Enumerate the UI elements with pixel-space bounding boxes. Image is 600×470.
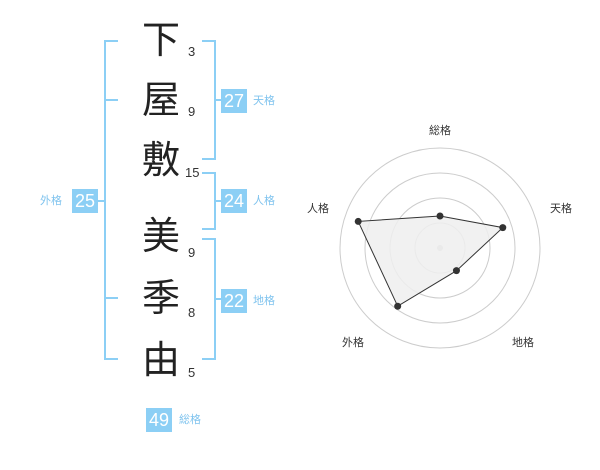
radar-point-2 [452, 267, 460, 275]
jinkaku-score: 24 [221, 189, 247, 213]
gaikaku-bracket [104, 40, 118, 360]
stroke-count-3: 15 [185, 165, 200, 180]
gaikaku-connector [98, 200, 105, 202]
gaikaku-bracket-tick-upper [104, 99, 118, 101]
radar-point-0 [436, 212, 444, 220]
tenkaku-connector [215, 99, 221, 101]
radar-axis-label-tenkaku: 天格 [550, 201, 572, 215]
chikaku-score: 22 [221, 289, 247, 313]
radar-axis-label-jinkaku: 人格 [307, 201, 329, 215]
gaikaku-bracket-tick-lower [104, 297, 118, 299]
soukaku-label: 総格 [179, 413, 201, 426]
jinkaku-label: 人格 [253, 194, 275, 207]
radar-point-1 [499, 224, 507, 232]
radar-axis-label-soukaku: 総格 [429, 123, 451, 137]
radar-axis-label-chikaku: 地格 [512, 335, 534, 349]
soukaku-score: 49 [146, 408, 172, 432]
name-char-2: 屋 [141, 78, 180, 122]
radar-point-4 [354, 217, 362, 225]
radar-grid-ring [339, 147, 541, 349]
tenkaku-label: 天格 [253, 94, 275, 107]
stroke-count-6: 5 [188, 365, 196, 380]
stroke-count-2: 9 [188, 104, 196, 119]
chikaku-label: 地格 [253, 294, 275, 307]
gaikaku-label: 外格 [40, 194, 62, 207]
gaikaku-score: 25 [72, 189, 98, 213]
stroke-count-1: 3 [188, 44, 196, 59]
chikaku-connector [215, 298, 221, 300]
stroke-count-5: 8 [188, 305, 196, 320]
name-char-4: 美 [141, 214, 180, 258]
name-char-3: 敷 [141, 138, 180, 182]
radar-grid-ring [364, 172, 516, 324]
jinkaku-connector [215, 200, 221, 202]
radar-axis-label-gaikaku: 外格 [342, 335, 364, 349]
name-char-6: 由 [141, 338, 180, 382]
stroke-count-4: 9 [188, 245, 196, 260]
radar-value-polygon [357, 215, 504, 307]
name-char-1: 下 [141, 18, 180, 62]
radar-points [354, 212, 507, 310]
tenkaku-score: 27 [221, 89, 247, 113]
name-char-5: 季 [141, 276, 180, 320]
radar-point-3 [394, 302, 402, 310]
